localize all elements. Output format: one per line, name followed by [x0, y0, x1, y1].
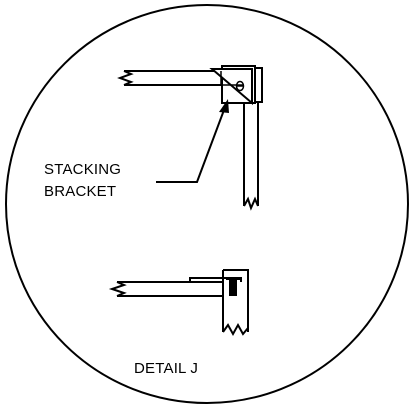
- top-vertical-post: [243, 100, 259, 211]
- bracket-gusset: [209, 68, 253, 106]
- detail-boundary-circle: [5, 4, 409, 404]
- bottom-horizontal-rail: [108, 281, 223, 297]
- top-horizontal-rail: [117, 70, 221, 86]
- bottom-vertical-member: [222, 269, 249, 337]
- bottom-fastener: [229, 279, 237, 296]
- bracket-screw: [235, 80, 245, 92]
- callout-label-line2: BRACKET: [44, 183, 116, 200]
- detail-title: DETAIL J: [134, 360, 198, 377]
- bottom-cap-plate: [189, 277, 242, 282]
- callout-label-line1: STACKING: [44, 161, 121, 178]
- bottom-joint-assembly: [108, 269, 249, 337]
- top-corner-assembly: [117, 65, 263, 211]
- bracket-inner-edge: [220, 71, 244, 86]
- callout-arrowhead: [219, 99, 229, 113]
- callout-leader-line: [156, 109, 225, 183]
